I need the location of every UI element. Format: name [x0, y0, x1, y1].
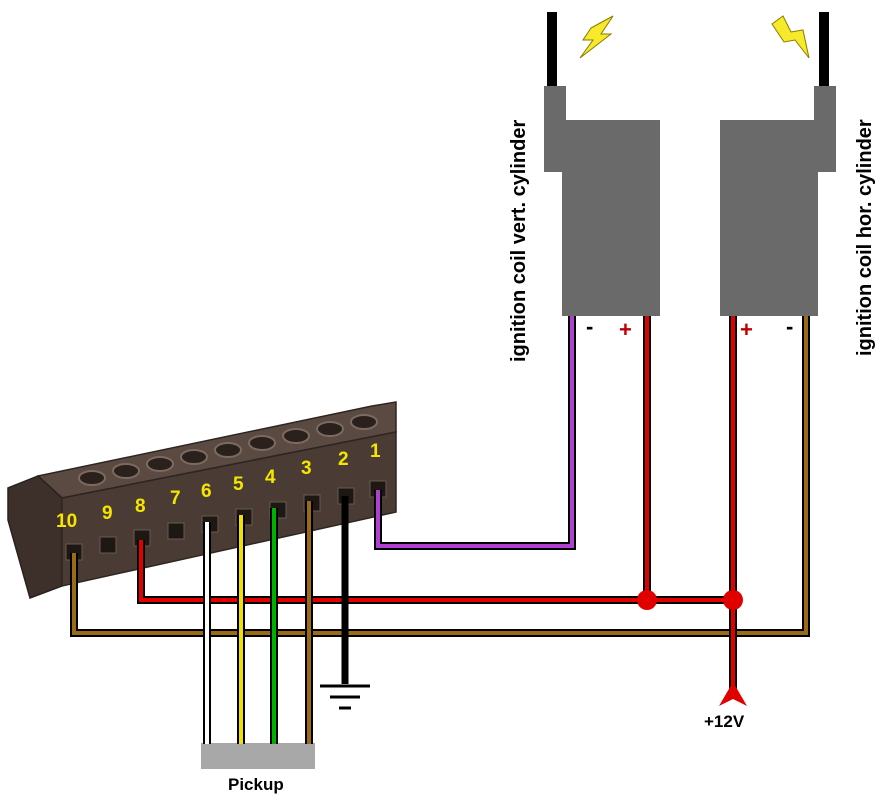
pin-label-7: 7 [170, 488, 181, 509]
pin-label-2: 2 [338, 449, 349, 470]
pin-label-9: 9 [102, 503, 113, 524]
ground-icon [320, 684, 370, 710]
wire-red-pin8 [137, 316, 737, 690]
lightning-bolt-icon [579, 15, 614, 59]
pin-label-4: 4 [265, 467, 276, 488]
pin-label-5: 5 [233, 474, 244, 495]
coil-horizontal-label: ignition coil hor. cylinder [854, 119, 876, 356]
pickup-label: Pickup [228, 775, 284, 794]
pin-label-8: 8 [135, 496, 146, 517]
pin-label-3: 3 [301, 458, 312, 479]
coil-vertical-minus-label: - [586, 314, 593, 339]
pin-label-1: 1 [370, 441, 381, 462]
coil-horizontal-plus-label: + [740, 317, 753, 342]
ht-lead [547, 12, 557, 88]
pin-label-10: 10 [56, 511, 77, 532]
coil-vertical-label: ignition coil vert. cylinder [508, 120, 530, 362]
terminal-block: 1 2 3 4 5 6 7 8 9 10 [7, 401, 397, 599]
supply-voltage-label: +12V [704, 712, 745, 731]
ht-lead [819, 12, 829, 88]
arrow-up-icon [719, 682, 747, 706]
junction-dot [637, 590, 657, 610]
wires [70, 316, 810, 744]
coil-vertical-plus-label: + [619, 317, 632, 342]
pin-label-6: 6 [201, 481, 212, 502]
ignition-coil-horizontal [720, 12, 836, 316]
ignition-coil-vertical [544, 12, 660, 316]
lightning-bolt-icon [771, 15, 810, 59]
pickup-connector [201, 743, 315, 769]
coil-horizontal-minus-label: - [786, 314, 793, 339]
screw-holes [78, 414, 378, 486]
wire-brown-pin10 [70, 316, 810, 637]
wire-purple-pin1 [374, 316, 576, 550]
junction-dot [723, 590, 743, 610]
pin-labels: 1 2 3 4 5 6 7 8 9 10 [56, 441, 381, 532]
